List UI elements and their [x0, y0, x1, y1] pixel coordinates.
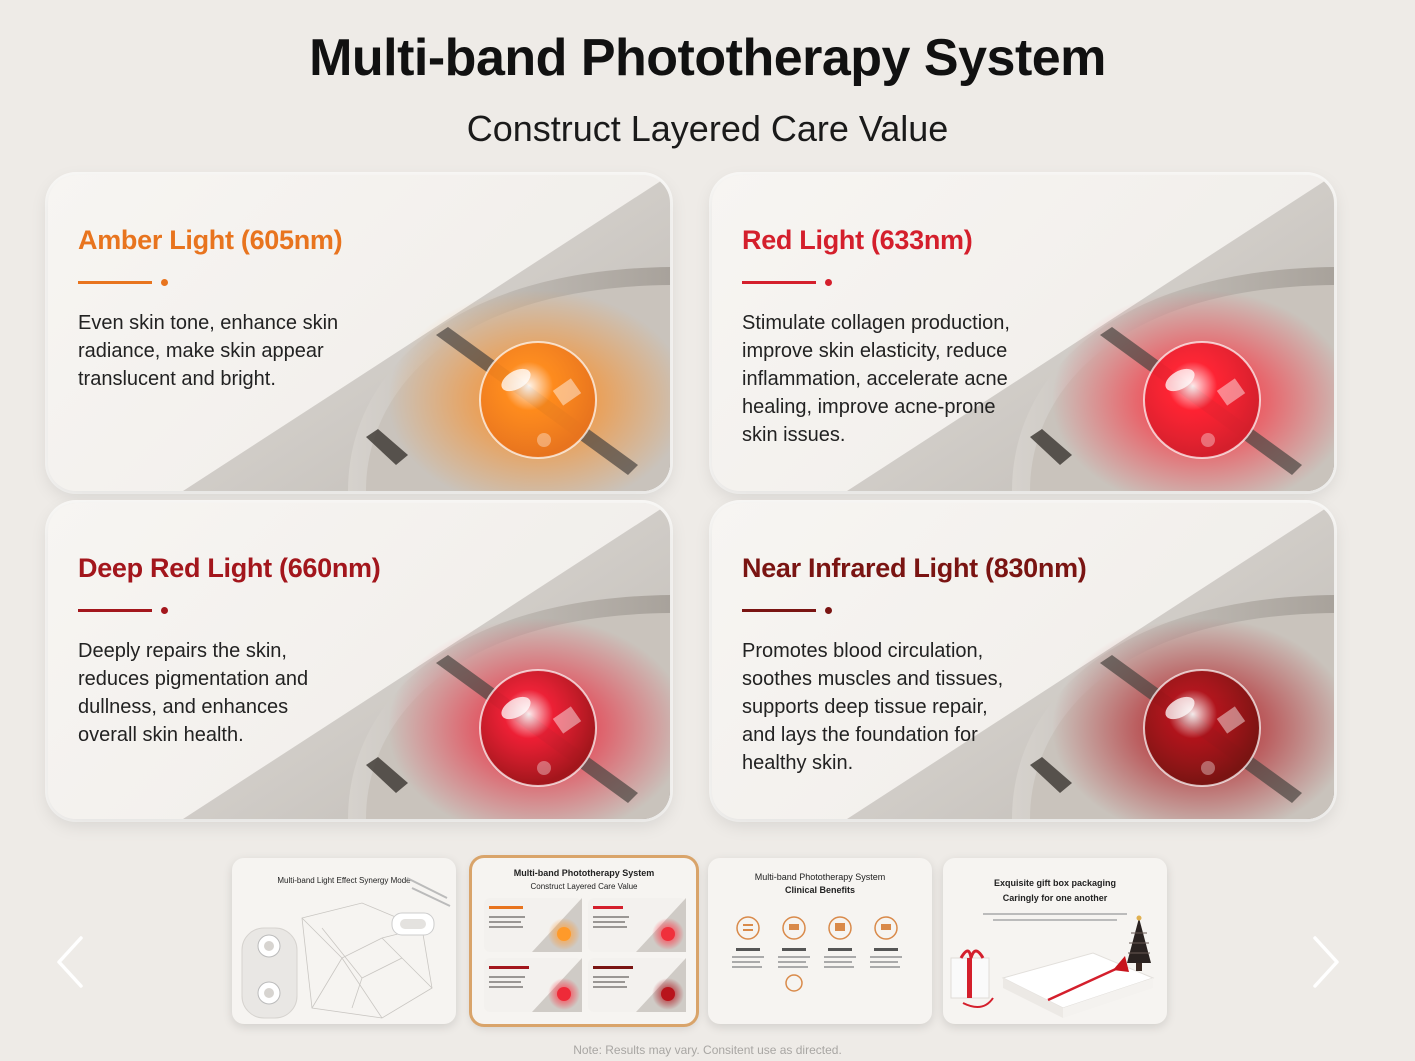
device-illustration [183, 175, 670, 491]
card-title: Amber Light (605nm) [78, 225, 343, 255]
device-illustration [847, 175, 1334, 491]
page-subtitle: Construct Layered Care Value [466, 108, 949, 149]
device-illustration [183, 503, 670, 819]
light-card-amber: Amber Light (605nm) Even skin tone, enha… [48, 175, 670, 491]
card-title: Red Light (633nm) [742, 225, 973, 255]
gift-box-image [950, 913, 1155, 1018]
thumbnail-clinical-benefits[interactable]: Multi-band Phototherapy System Clinical … [708, 858, 932, 1024]
card-description: Even skin tone, enhance skin radiance, m… [78, 312, 339, 390]
thumbnail-gift-box[interactable]: Exquisite gift box packaging Caringly fo… [943, 858, 1167, 1024]
device-illustration [847, 503, 1334, 819]
thumbnail-subtitle: Construct Layered Care Value [530, 882, 638, 891]
title-underline [742, 609, 816, 612]
thumbnail-title: Multi-band Light Effect Synergy Mode [277, 876, 411, 885]
mini-cards-image [484, 898, 686, 1012]
title-dot [825, 279, 832, 286]
thumbnail-subtitle: Caringly for one another [1002, 893, 1108, 903]
chevron-right-icon [1313, 936, 1339, 988]
card-title: Deep Red Light (660nm) [78, 553, 381, 583]
card-description: Stimulate collagen production, improve s… [742, 312, 1010, 446]
carousel-prev-button[interactable] [50, 930, 90, 994]
page-title: Multi-band Phototherapy System [309, 29, 1106, 87]
mask-device-image [241, 877, 451, 1019]
thumbnail-title: Multi-band Phototherapy System [513, 868, 655, 878]
benefit-icons-image [732, 916, 902, 992]
thumbnail-title: Multi-band Phototherapy System [754, 872, 886, 882]
card-title: Near Infrared Light (830nm) [742, 553, 1087, 583]
title-dot [825, 607, 832, 614]
light-card-deep-red: Deep Red Light (660nm) Deeply repairs th… [48, 503, 670, 819]
title-underline [742, 281, 816, 284]
thumbnail-layered-care[interactable]: Multi-band Phototherapy System Construct… [472, 858, 696, 1024]
title-underline [78, 609, 152, 612]
card-description: Deeply repairs the skin, reduces pigment… [78, 640, 309, 746]
thumbnail-title: Exquisite gift box packaging [993, 878, 1117, 888]
light-card-near-infrared: Near Infrared Light (830nm) Promotes blo… [712, 503, 1334, 819]
footer-note: Note: Results may vary. Consitent use as… [573, 1043, 842, 1057]
light-card-red: Red Light (633nm) Stimulate collagen pro… [712, 175, 1334, 491]
chevron-left-icon [57, 936, 83, 988]
title-underline [78, 281, 152, 284]
thumbnail-synergy-mode[interactable]: Multi-band Light Effect Synergy Mode [232, 858, 456, 1024]
title-dot [161, 607, 168, 614]
carousel-next-button[interactable] [1306, 930, 1346, 994]
thumbnail-subtitle: Clinical Benefits [784, 885, 856, 895]
card-description: Promotes blood circulation, soothes musc… [742, 640, 1004, 774]
title-dot [161, 279, 168, 286]
